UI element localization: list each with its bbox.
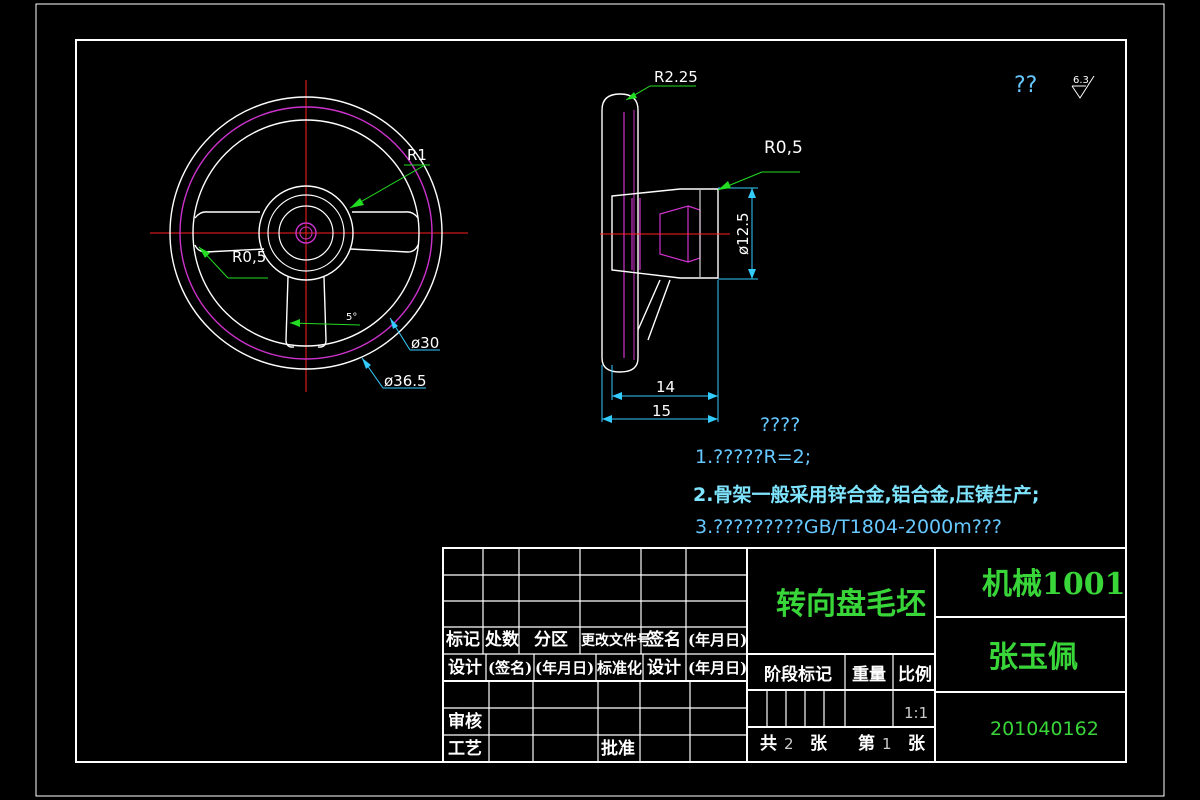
spoke-right [349, 211, 419, 253]
bore [295, 222, 317, 244]
tb-current-label: 第 [858, 733, 875, 754]
arrow-angle [290, 319, 300, 327]
spoke-side [637, 279, 671, 341]
arrow-r05 [199, 247, 210, 258]
hub-inner [278, 205, 334, 261]
tb-sign-2: (签名) [488, 659, 532, 677]
spoke-bottom [285, 276, 327, 348]
roughness-symbol [1071, 75, 1095, 99]
tb-approve: 批准 [601, 738, 635, 759]
arrow-r1 [350, 198, 364, 208]
label-front-r05: R0,5 [232, 248, 266, 266]
note-1: 1.?????R=2; [695, 446, 811, 468]
front-view [150, 80, 468, 392]
note-3: 3.?????????GB/T1804-2000m??? [695, 516, 1002, 538]
label-angle: 5° [346, 312, 357, 323]
hub-mid [267, 194, 345, 272]
roughness-prefix: ?? [1014, 73, 1037, 98]
arrow-d365 [362, 358, 371, 369]
label-r225: R2.25 [654, 68, 698, 86]
rim-mid [179, 106, 433, 360]
label-r1: R1 [407, 146, 427, 164]
label-side-r05: R0,5 [764, 138, 803, 158]
arrow-r225 [626, 92, 637, 100]
notes-title: ???? [760, 414, 800, 436]
side-view [600, 85, 800, 423]
title-block-text: 标记 处数 分区 更改文件号 签名 (年月日) 设计 (签名) (年月日) 标准… [446, 567, 1126, 759]
arrow-14-right [708, 392, 718, 400]
bore-inner [299, 226, 313, 240]
tb-scale: 1:1 [904, 704, 928, 722]
tb-student-id: 201040162 [990, 718, 1099, 740]
note-2: 2.骨架一般采用锌合金,铝合金,压铸生产; [693, 483, 1039, 506]
hub-outer [258, 185, 354, 281]
tb-sheet-unit-2: 张 [908, 734, 926, 754]
arrow-14-left [612, 392, 622, 400]
tb-zone: 分区 [534, 630, 568, 650]
tb-standard: 标准化 [596, 659, 642, 677]
tb-class: 机械1001 [982, 567, 1126, 602]
tb-sign: 签名 [646, 629, 681, 650]
arrow-d125-bottom [748, 269, 756, 279]
arrow-15-left [602, 415, 612, 423]
label-15: 15 [652, 402, 671, 420]
tb-drawing-name: 转向盘毛坯 [776, 587, 926, 622]
tb-weight: 重量 [852, 664, 886, 685]
hub-body [611, 188, 719, 279]
tb-scale-label: 比例 [898, 664, 932, 685]
tb-stage-mark: 阶段标记 [764, 664, 832, 685]
tb-design-3: 设计 [647, 657, 681, 678]
label-14: 14 [656, 378, 675, 396]
arrow-d30 [390, 318, 398, 329]
rim-outer [169, 96, 443, 370]
tb-mark: 标记 [446, 629, 480, 650]
tb-count: 处数 [484, 629, 520, 650]
tb-total: 2 [784, 735, 794, 753]
leader-r1 [349, 164, 426, 209]
spoke-left [194, 211, 265, 253]
tb-total-label: 共 [760, 734, 777, 754]
tb-process: 工艺 [448, 738, 482, 759]
tb-date: (年月日) [688, 631, 747, 649]
arrow-d125-top [748, 188, 756, 198]
rim-inner [192, 119, 420, 347]
outer-sheet-border [35, 3, 1165, 797]
tb-change-doc: 更改文件号 [581, 632, 651, 649]
tb-current: 1 [882, 735, 892, 753]
tb-date-3: (年月日) [688, 659, 747, 677]
tb-date-2: (年月日) [535, 659, 594, 677]
rim-profile [601, 93, 639, 373]
roughness-value: 6.3 [1073, 75, 1089, 86]
label-d125: ø12.5 [734, 212, 752, 255]
tb-sheet-unit: 张 [810, 734, 828, 754]
tb-design: 设计 [448, 657, 482, 678]
tb-author: 张玉佩 [988, 640, 1078, 675]
label-d30: ø30 [411, 334, 439, 352]
title-block-grid [442, 547, 1127, 763]
tb-review: 审核 [448, 711, 482, 732]
angle-line [289, 322, 361, 326]
label-d365: ø36.5 [384, 372, 427, 390]
arrow-15-right [708, 415, 718, 423]
arrow-side-r05 [718, 181, 731, 190]
